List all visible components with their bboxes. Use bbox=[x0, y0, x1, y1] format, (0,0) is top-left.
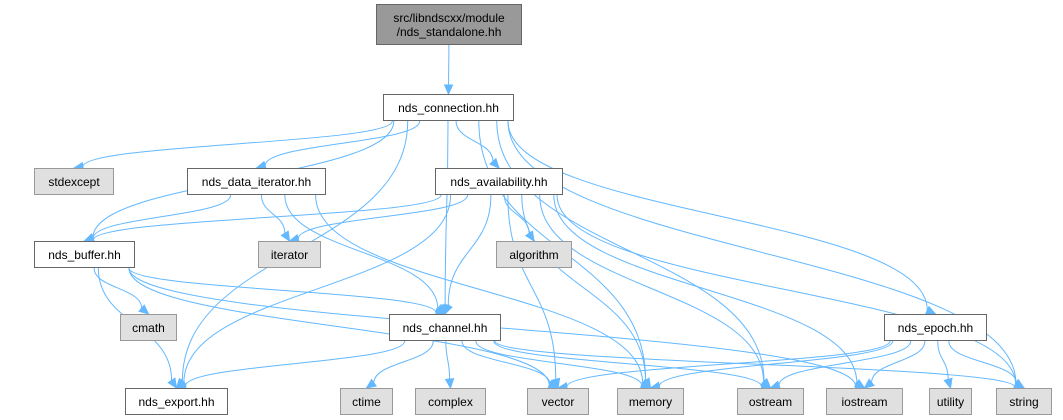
edge-availability-to-memory bbox=[521, 194, 647, 381]
arrowhead-epoch-to-string bbox=[1013, 378, 1026, 389]
node-nds-channel[interactable]: nds_channel.hh bbox=[389, 314, 501, 341]
arrowhead-channel-to-ctime bbox=[365, 378, 378, 389]
node-algorithm[interactable]: algorithm bbox=[496, 241, 572, 268]
node-label: stdexcept bbox=[48, 174, 100, 189]
arrowhead-buffer-to-cmath bbox=[138, 304, 150, 315]
edge-channel-to-memory bbox=[475, 340, 643, 386]
edge-availability-to-vector bbox=[507, 194, 557, 380]
edge-availability-to-export bbox=[183, 194, 452, 383]
node-label: algorithm bbox=[509, 247, 559, 262]
edge-channel-to-vector bbox=[461, 340, 551, 385]
node-nds-connection[interactable]: nds_connection.hh bbox=[383, 94, 514, 121]
node-label: iostream bbox=[841, 394, 888, 409]
node-nds-buffer[interactable]: nds_buffer.hh bbox=[34, 241, 135, 268]
edge-connection-to-data_iterator bbox=[264, 120, 421, 166]
node-complex[interactable]: complex bbox=[415, 388, 486, 415]
node-nds-standalone[interactable]: src/libndscxx/module /nds_standalone.hh bbox=[376, 4, 522, 45]
node-label: iterator bbox=[270, 247, 309, 262]
node-label: nds_connection.hh bbox=[398, 100, 499, 115]
node-stdexcept[interactable]: stdexcept bbox=[34, 168, 114, 195]
node-label: cmath bbox=[132, 320, 165, 335]
node-label: nds_availability.hh bbox=[450, 174, 548, 189]
edge-channel-to-complex bbox=[445, 340, 451, 380]
node-label: ostream bbox=[748, 394, 793, 409]
edge-epoch-to-iostream bbox=[871, 340, 926, 383]
edge-buffer-to-vector bbox=[128, 267, 550, 386]
arrowhead-connection-to-epoch bbox=[924, 305, 937, 315]
node-iostream[interactable]: iostream bbox=[826, 388, 903, 415]
edge-epoch-to-vector bbox=[566, 340, 891, 387]
arrowhead-availability-to-channel bbox=[443, 303, 453, 316]
edge-connection-to-epoch bbox=[507, 120, 928, 311]
node-label: nds_buffer.hh bbox=[48, 247, 121, 262]
node-iterator[interactable]: iterator bbox=[258, 241, 321, 268]
node-label: complex bbox=[428, 394, 473, 409]
edge-epoch-to-ostream bbox=[778, 340, 912, 386]
edge-channel-to-ctime bbox=[373, 340, 434, 383]
edge-availability-to-ostream bbox=[539, 194, 765, 383]
edge-availability-to-string bbox=[556, 194, 1017, 385]
node-nds-availability[interactable]: nds_availability.hh bbox=[435, 168, 563, 195]
edge-data_iterator-to-buffer bbox=[92, 194, 232, 239]
node-label: ctime bbox=[352, 394, 381, 409]
node-utility[interactable]: utility bbox=[929, 388, 972, 415]
edge-availability-to-channel bbox=[447, 194, 492, 306]
arrowhead-data_iterator-to-iterator bbox=[280, 230, 291, 243]
arrowhead-epoch-to-iostream bbox=[863, 378, 875, 389]
arrowhead-channel-to-complex bbox=[444, 378, 455, 390]
node-label: nds_channel.hh bbox=[402, 320, 488, 335]
arrowhead-standalone-to-connection bbox=[443, 84, 454, 96]
edge-data_iterator-to-iterator bbox=[260, 194, 286, 234]
node-label: vector bbox=[541, 394, 575, 409]
edge-buffer-to-channel bbox=[128, 267, 437, 313]
edge-channel-to-export bbox=[184, 340, 406, 387]
node-nds-epoch[interactable]: nds_epoch.hh bbox=[884, 314, 987, 341]
arrowhead-availability-to-algorithm bbox=[524, 230, 535, 243]
node-label: string bbox=[1009, 394, 1039, 409]
node-nds-data-iterator[interactable]: nds_data_iterator.hh bbox=[187, 168, 326, 195]
arrowhead-buffer-to-export bbox=[167, 377, 178, 390]
edge-channel-to-ostream bbox=[493, 340, 763, 387]
node-label: memory bbox=[628, 394, 673, 409]
edge-availability-to-buffer bbox=[92, 194, 442, 241]
edge-channel-to-string bbox=[494, 340, 1016, 388]
arrowhead-connection-to-availability bbox=[489, 157, 500, 169]
arrowhead-epoch-to-utility bbox=[943, 377, 953, 390]
edge-connection-to-availability bbox=[455, 120, 494, 162]
edge-epoch-to-utility bbox=[937, 340, 949, 380]
edge-data_iterator-to-channel bbox=[284, 194, 439, 309]
edge-availability-to-iostream bbox=[553, 194, 858, 384]
edge-availability-to-iterator bbox=[297, 194, 469, 239]
edge-connection-to-stdexcept bbox=[82, 120, 393, 167]
node-ostream[interactable]: ostream bbox=[737, 388, 804, 415]
edge-connection-to-string bbox=[507, 120, 1017, 384]
arrowhead-channel-to-vector bbox=[547, 379, 560, 389]
edge-epoch-to-memory bbox=[658, 340, 894, 387]
node-memory[interactable]: memory bbox=[617, 388, 684, 415]
edge-buffer-to-cmath bbox=[93, 267, 143, 309]
node-ctime[interactable]: ctime bbox=[340, 388, 393, 415]
node-label: nds_epoch.hh bbox=[897, 320, 974, 335]
node-vector[interactable]: vector bbox=[527, 388, 589, 415]
node-label: nds_export.hh bbox=[138, 394, 215, 409]
node-nds-export[interactable]: nds_export.hh bbox=[125, 388, 228, 415]
node-label: utility bbox=[936, 394, 965, 409]
node-cmath[interactable]: cmath bbox=[120, 314, 177, 341]
edge-epoch-to-string bbox=[948, 340, 1017, 384]
edge-data_iterator-to-memory bbox=[315, 194, 644, 384]
node-label: nds_data_iterator.hh bbox=[201, 174, 312, 189]
node-label: src/libndscxx/module /nds_standalone.hh bbox=[393, 10, 505, 39]
node-string[interactable]: string bbox=[996, 388, 1052, 415]
